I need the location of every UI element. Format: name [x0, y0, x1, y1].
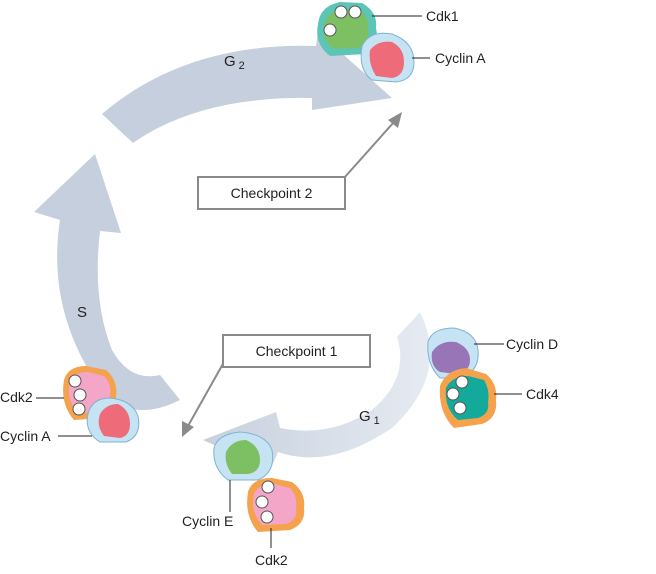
cyclin-a-label-top: Cyclin A — [435, 50, 486, 66]
s-phase-arrow — [34, 154, 180, 411]
cdk4-label: Cdk4 — [526, 386, 559, 402]
cyclin-a-protein-top — [360, 32, 415, 83]
checkpoint1-label: Checkpoint 1 — [255, 343, 338, 359]
checkpoint2-box: Checkpoint 2 — [197, 176, 346, 210]
cyclin-d-label: Cyclin D — [506, 336, 558, 352]
cdk1-protein — [317, 2, 377, 56]
checkpoint2-label: Checkpoint 2 — [230, 185, 313, 201]
cyclin-e-protein — [213, 431, 274, 481]
checkpoint1-box: Checkpoint 1 — [222, 334, 371, 368]
cyclin-a-label-left: Cyclin A — [0, 428, 51, 444]
checkpoint1-pointer — [182, 361, 225, 437]
cdk2-protein-bottom — [247, 478, 305, 532]
cdk4-protein — [439, 368, 497, 428]
cdk2-label-left: Cdk2 — [0, 389, 33, 405]
g1-phase-arrow — [203, 312, 431, 470]
cdk2-label-bottom: Cdk2 — [255, 552, 288, 568]
g2-phase-arrow — [102, 32, 392, 143]
cdk1-label: Cdk1 — [426, 8, 459, 24]
cyclin-e-cdk2-complex: Cyclin E Cdk2 — [182, 431, 305, 568]
cyclin-e-label: Cyclin E — [182, 513, 233, 529]
cyclin-a-protein-left — [86, 397, 140, 443]
cyclin-d-protein — [427, 327, 479, 379]
cdk1-cyclin-a-complex: Cdk1 Cyclin A — [317, 2, 486, 83]
cyclin-d-cdk4-complex: Cyclin D Cdk4 — [427, 327, 559, 428]
s-label: S — [77, 304, 87, 321]
checkpoint2-pointer — [343, 112, 402, 179]
cdk2-cyclin-a-complex: Cdk2 Cyclin A — [0, 366, 140, 444]
